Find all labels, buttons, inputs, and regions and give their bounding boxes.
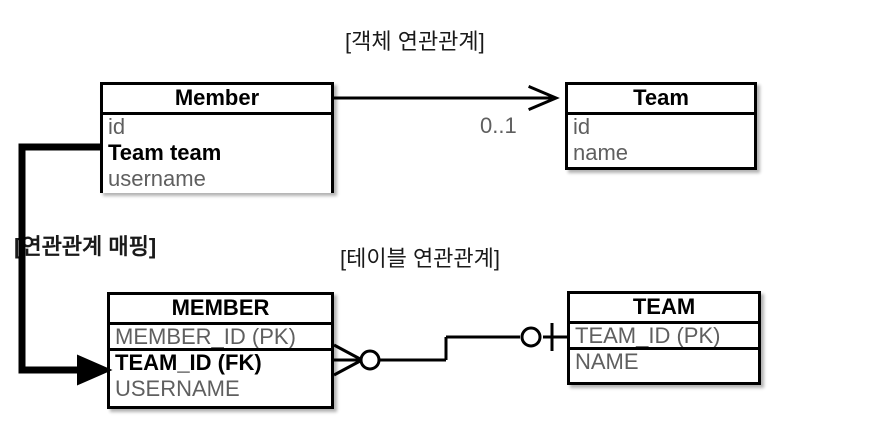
class-box-member-attributes: id Team team username	[103, 115, 331, 193]
mapping-elbow-connector	[18, 143, 113, 386]
entity-box-team-table-title: TEAM	[570, 294, 758, 324]
zero-or-one-icon-team-side	[520, 323, 554, 351]
table-association-title: [테이블 연관관계]	[340, 246, 501, 271]
class-box-team: Team id name	[565, 82, 757, 170]
object-association-title: [객체 연관관계]	[345, 29, 485, 54]
multiplicity-label-0-1: 0..1	[480, 113, 517, 138]
table-relationship-connector	[380, 335, 567, 362]
zero-cardinality-circle-icon	[520, 326, 542, 348]
entity-box-member-table-columns: MEMBER_ID (PK) TEAM_ID (FK) USERNAME	[110, 325, 331, 403]
class-box-member-title: Member	[103, 85, 331, 115]
class-box-team-attributes: id name	[568, 115, 754, 167]
class-attribute-row-team-team: Team team	[108, 141, 222, 165]
class-attribute-row: name	[573, 141, 629, 165]
zero-cardinality-circle-icon	[359, 349, 381, 371]
association-arrow-member-to-team	[334, 85, 560, 111]
crows-foot-icon-member-side	[333, 343, 381, 377]
class-box-team-title: Team	[568, 85, 754, 115]
class-attribute-row: id	[108, 115, 126, 139]
association-mapping-label: [연관관계 매핑]	[14, 234, 157, 259]
class-box-member: Member id Team team username	[100, 82, 334, 193]
entity-box-team-table-columns: TEAM_ID (PK) NAME	[570, 324, 758, 376]
entity-column-row-team-id-fk: TEAM_ID (FK)	[115, 351, 262, 375]
entity-column-row: USERNAME	[115, 377, 240, 401]
entity-box-team-table: TEAM TEAM_ID (PK) NAME	[567, 291, 761, 385]
entity-column-row: TEAM_ID (PK)	[570, 324, 758, 350]
entity-column-row: NAME	[575, 350, 639, 374]
class-attribute-row: id	[573, 115, 591, 139]
entity-box-member-table-title: MEMBER	[110, 295, 331, 325]
entity-box-member-table: MEMBER MEMBER_ID (PK) TEAM_ID (FK) USERN…	[107, 292, 334, 409]
entity-column-row: MEMBER_ID (PK)	[110, 325, 331, 351]
solid-arrowhead-icon	[77, 354, 113, 386]
class-attribute-row: username	[108, 167, 206, 191]
